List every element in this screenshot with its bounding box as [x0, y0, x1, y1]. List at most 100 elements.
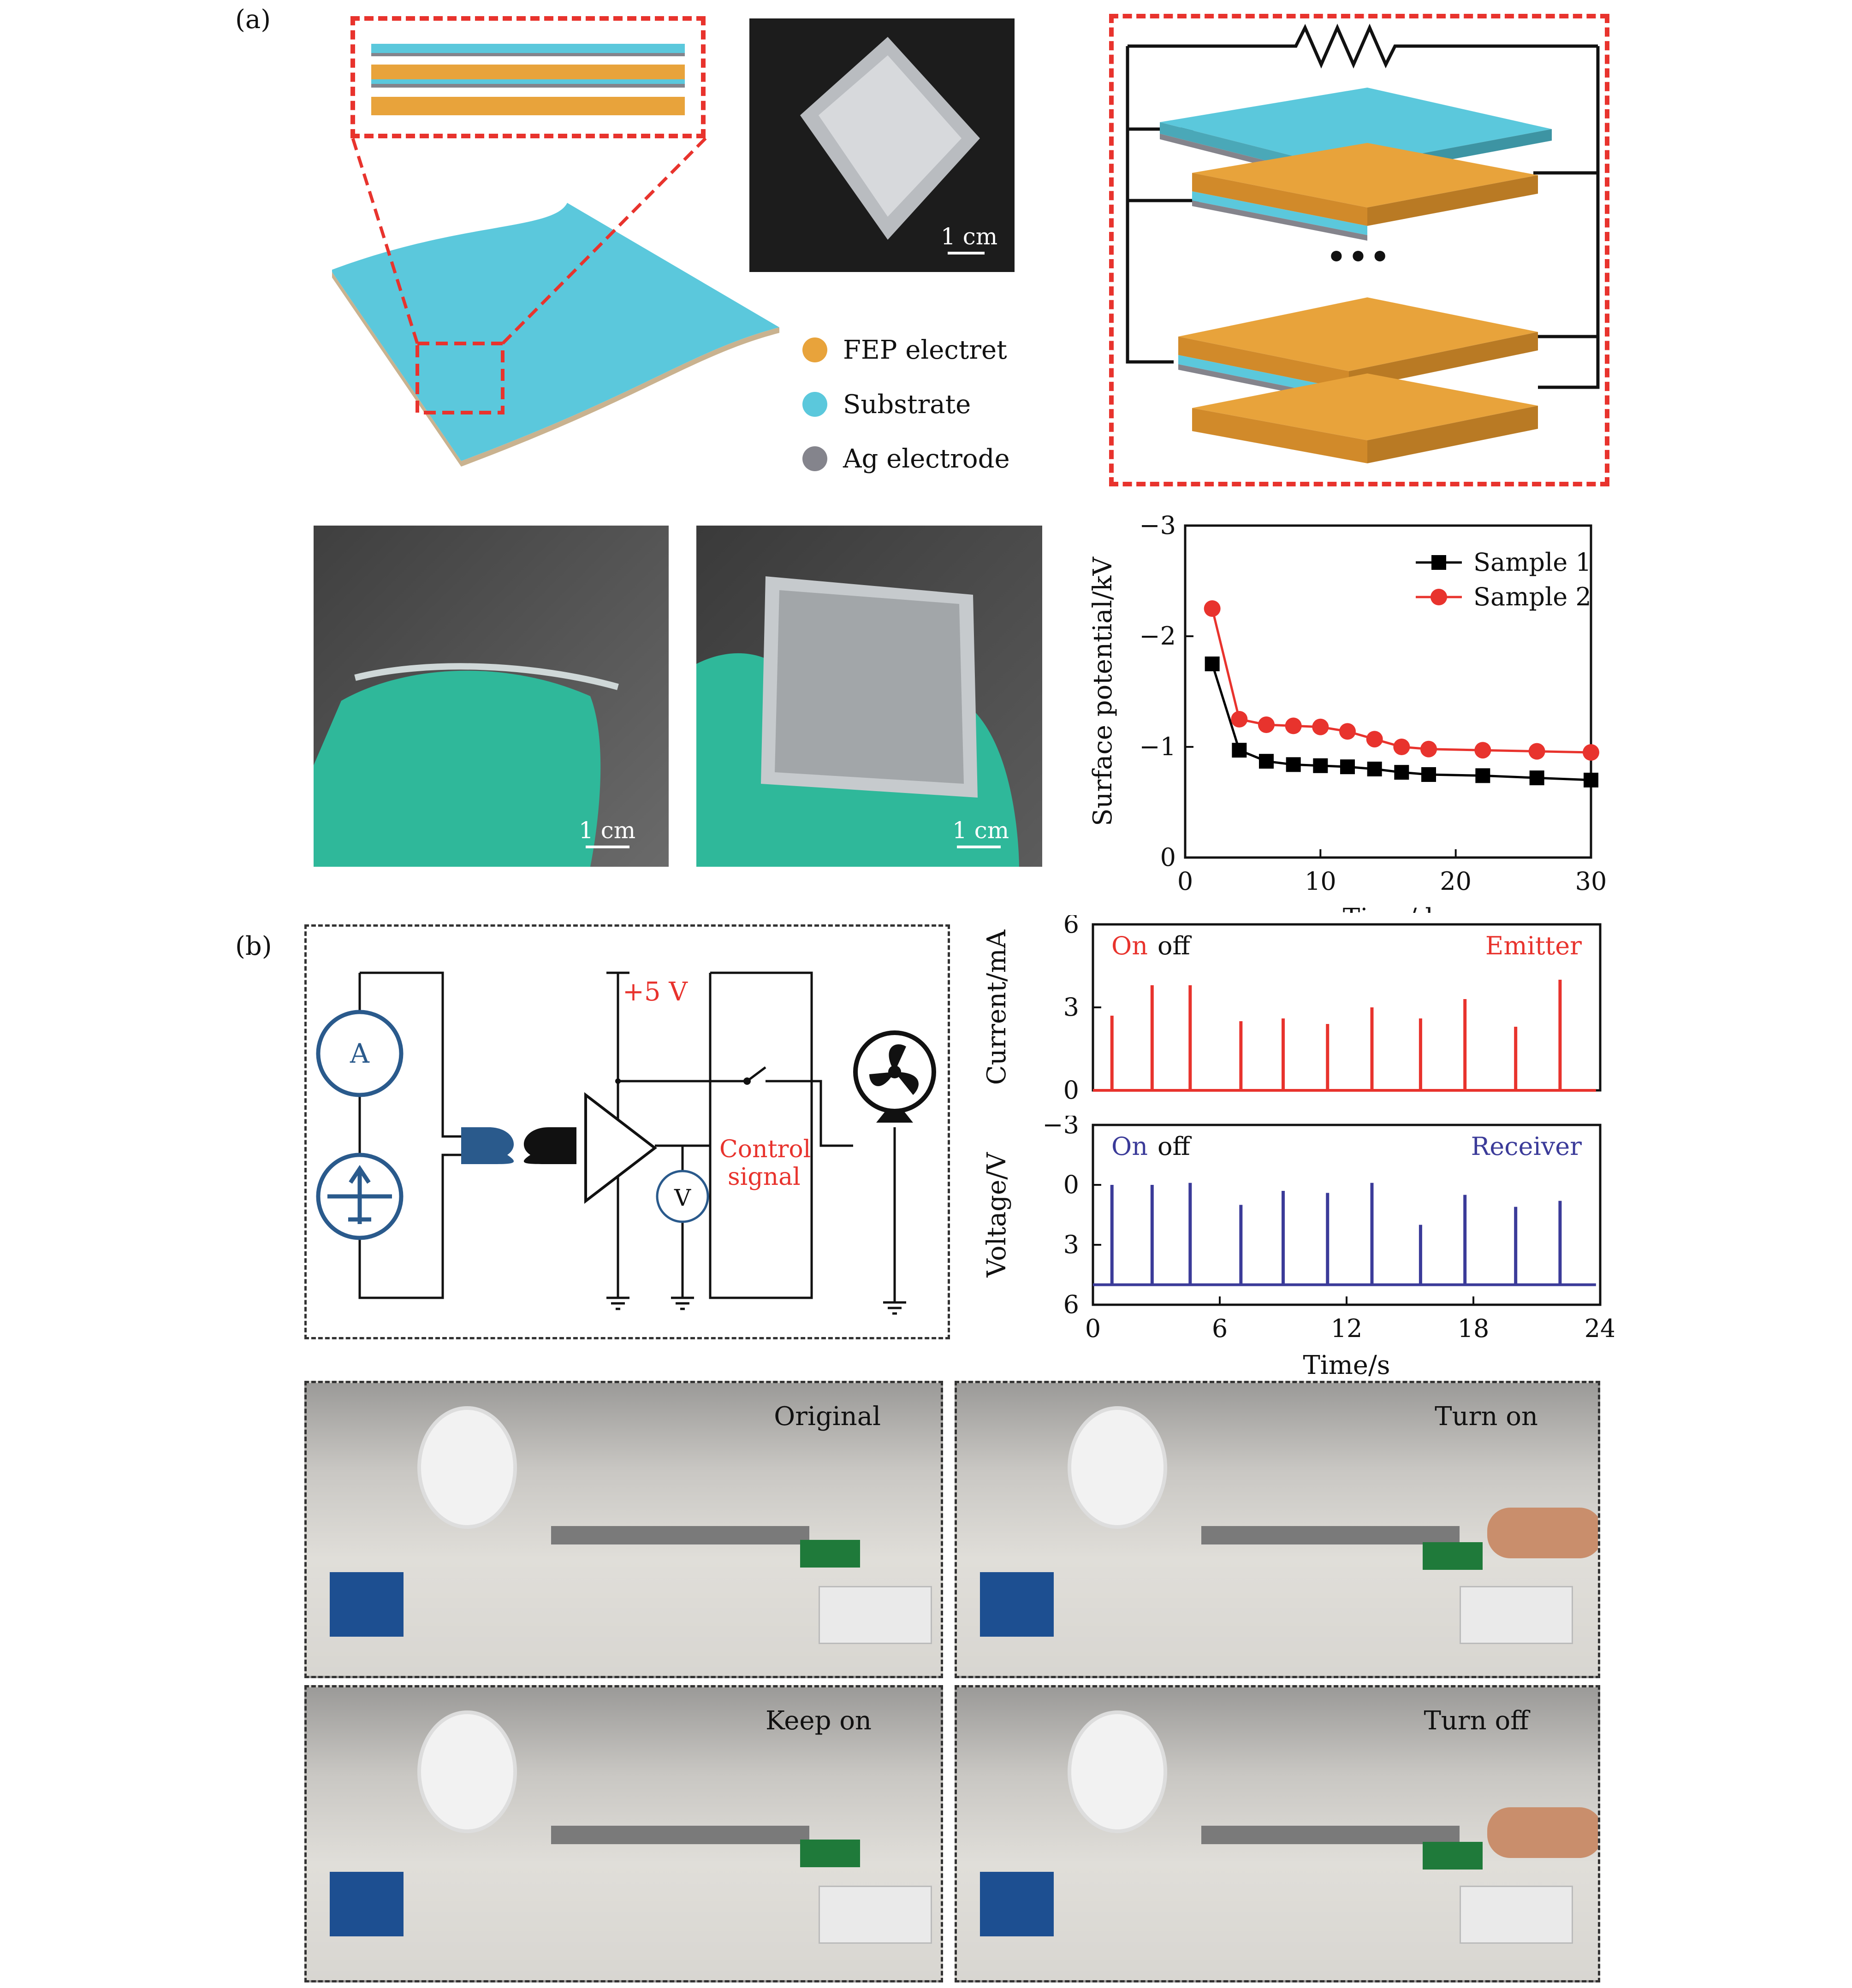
- y-axis-title: Current/mA: [982, 929, 1012, 1085]
- panel-b-label: (b): [235, 931, 272, 961]
- supply-voltage-label: +5 V: [623, 977, 688, 1007]
- bottom-electret-layer: [371, 97, 685, 115]
- hand: [1487, 1508, 1598, 1558]
- data-point-sample-1: [1394, 765, 1409, 780]
- caption-turn-off: Turn off: [1424, 1706, 1529, 1736]
- y-tick-label: 0: [1160, 843, 1176, 872]
- legend-label-substrate: Substrate: [843, 389, 971, 420]
- ellipsis-dots: •••: [1325, 236, 1391, 278]
- resistor-icon: [1126, 24, 1600, 389]
- scale-bar-label: 1 cm: [952, 817, 1009, 844]
- microcontroller-board: [980, 1872, 1054, 1936]
- ammeter-label: A: [350, 1038, 370, 1069]
- breadboard: [1460, 1886, 1573, 1944]
- legend-label-2: Sample 2: [1473, 582, 1591, 611]
- transmitter-probe-icon: [461, 1127, 514, 1164]
- voltmeter-icon: V: [656, 1170, 709, 1223]
- hand: [1487, 1807, 1598, 1858]
- fan-figure: [417, 1406, 517, 1529]
- fep-swatch: [802, 337, 827, 362]
- data-point-sample-1: [1205, 657, 1220, 671]
- emitter-name-label: Emitter: [1485, 931, 1582, 960]
- photo-turn-off: Turn off: [955, 1685, 1600, 1982]
- control-signal-label-1: Control: [719, 1136, 811, 1163]
- data-point-sample-2: [1258, 716, 1275, 733]
- circuit-box: [304, 924, 950, 1339]
- legend-marker-1: [1431, 555, 1446, 570]
- scale-bar-label: 1 cm: [941, 223, 998, 250]
- x-tick-label: 18: [1458, 1314, 1490, 1343]
- ruler: [551, 1526, 809, 1544]
- data-point-sample-2: [1231, 711, 1248, 728]
- circuit-board: [800, 1840, 860, 1867]
- caption-keep-on: Keep on: [765, 1706, 872, 1736]
- x-tick-label: 6: [1212, 1314, 1228, 1343]
- layer-stack-illustration: [371, 44, 685, 115]
- y-tick-label: 6: [1063, 1290, 1079, 1319]
- legend-label-1: Sample 1: [1473, 548, 1591, 577]
- breadboard: [819, 1586, 932, 1644]
- fan-figure: [1068, 1710, 1167, 1833]
- legend-item-substrate: Substrate: [802, 377, 1061, 432]
- data-point-sample-2: [1393, 739, 1410, 755]
- curved-sheet-illustration: [332, 137, 779, 467]
- breadboard: [819, 1886, 932, 1944]
- circuit-board: [1423, 1842, 1483, 1870]
- film-photo: 1 cm: [749, 18, 1015, 272]
- legend-marker-2: [1431, 589, 1447, 605]
- legend-item-fep: FEP electret: [802, 323, 1061, 377]
- data-point-sample-2: [1366, 731, 1383, 748]
- middle-electret-layer: [371, 65, 685, 88]
- legend-label-ag: Ag electrode: [843, 444, 1010, 474]
- y-tick-label: −1: [1139, 732, 1176, 761]
- ammeter-icon: A: [316, 1010, 404, 1097]
- microcontroller-board: [330, 1572, 404, 1637]
- material-legend: FEP electret Substrate Ag electrode: [802, 323, 1061, 486]
- x-axis-title: Time/d: [1343, 903, 1433, 913]
- x-tick-label: 0: [1177, 867, 1193, 896]
- voltmeter-label: V: [674, 1184, 691, 1211]
- caption-original: Original: [774, 1402, 881, 1432]
- photo-original: Original: [304, 1381, 943, 1678]
- plot-frame: [1184, 524, 1592, 859]
- ruler: [1201, 1826, 1460, 1844]
- receiver-name-label: Receiver: [1471, 1132, 1582, 1161]
- stack-circuit-illustration: •••: [1126, 24, 1600, 463]
- data-point-sample-2: [1285, 717, 1302, 734]
- film-sheet-drawing: [800, 37, 980, 240]
- ruler: [1201, 1526, 1460, 1544]
- photo-keep-on: Keep on: [304, 1685, 943, 1982]
- photo-turn-on: Turn on: [955, 1381, 1600, 1678]
- panel-a-label: (a): [235, 5, 271, 35]
- circuit-board: [1423, 1542, 1483, 1570]
- gloved-hands-drawing: [314, 663, 619, 867]
- data-point-sample-1: [1475, 768, 1490, 783]
- x-tick-label: 24: [1585, 1314, 1614, 1343]
- data-point-sample-2: [1420, 740, 1437, 757]
- circuit-board: [800, 1540, 860, 1568]
- breadboard: [1460, 1586, 1573, 1644]
- scale-bar: [957, 846, 1001, 848]
- data-point-sample-1: [1367, 762, 1382, 776]
- legend-label-fep: FEP electret: [843, 335, 1007, 365]
- stack-layer-2: [1192, 143, 1538, 241]
- receiver-on-label: On: [1111, 1132, 1148, 1161]
- y-tick-label: 3: [1063, 1230, 1079, 1259]
- data-point-sample-1: [1584, 773, 1598, 787]
- data-point-sample-2: [1204, 600, 1221, 617]
- x-axis-title: Time/s: [1303, 1350, 1390, 1380]
- fan-figure: [417, 1710, 517, 1833]
- microcontroller-board: [330, 1872, 404, 1936]
- data-point-sample-1: [1259, 754, 1274, 769]
- y-axis-title: Voltage/V: [982, 1152, 1012, 1278]
- stack-ellipsis: •••: [1325, 236, 1391, 278]
- scale-bar: [948, 252, 985, 254]
- emitter-on-label: On: [1111, 931, 1148, 960]
- data-point-sample-1: [1421, 767, 1436, 782]
- fan-icon: [853, 1030, 936, 1123]
- data-point-sample-2: [1474, 742, 1491, 759]
- stack-circuit-box: [1109, 14, 1609, 486]
- scale-bar: [586, 846, 629, 848]
